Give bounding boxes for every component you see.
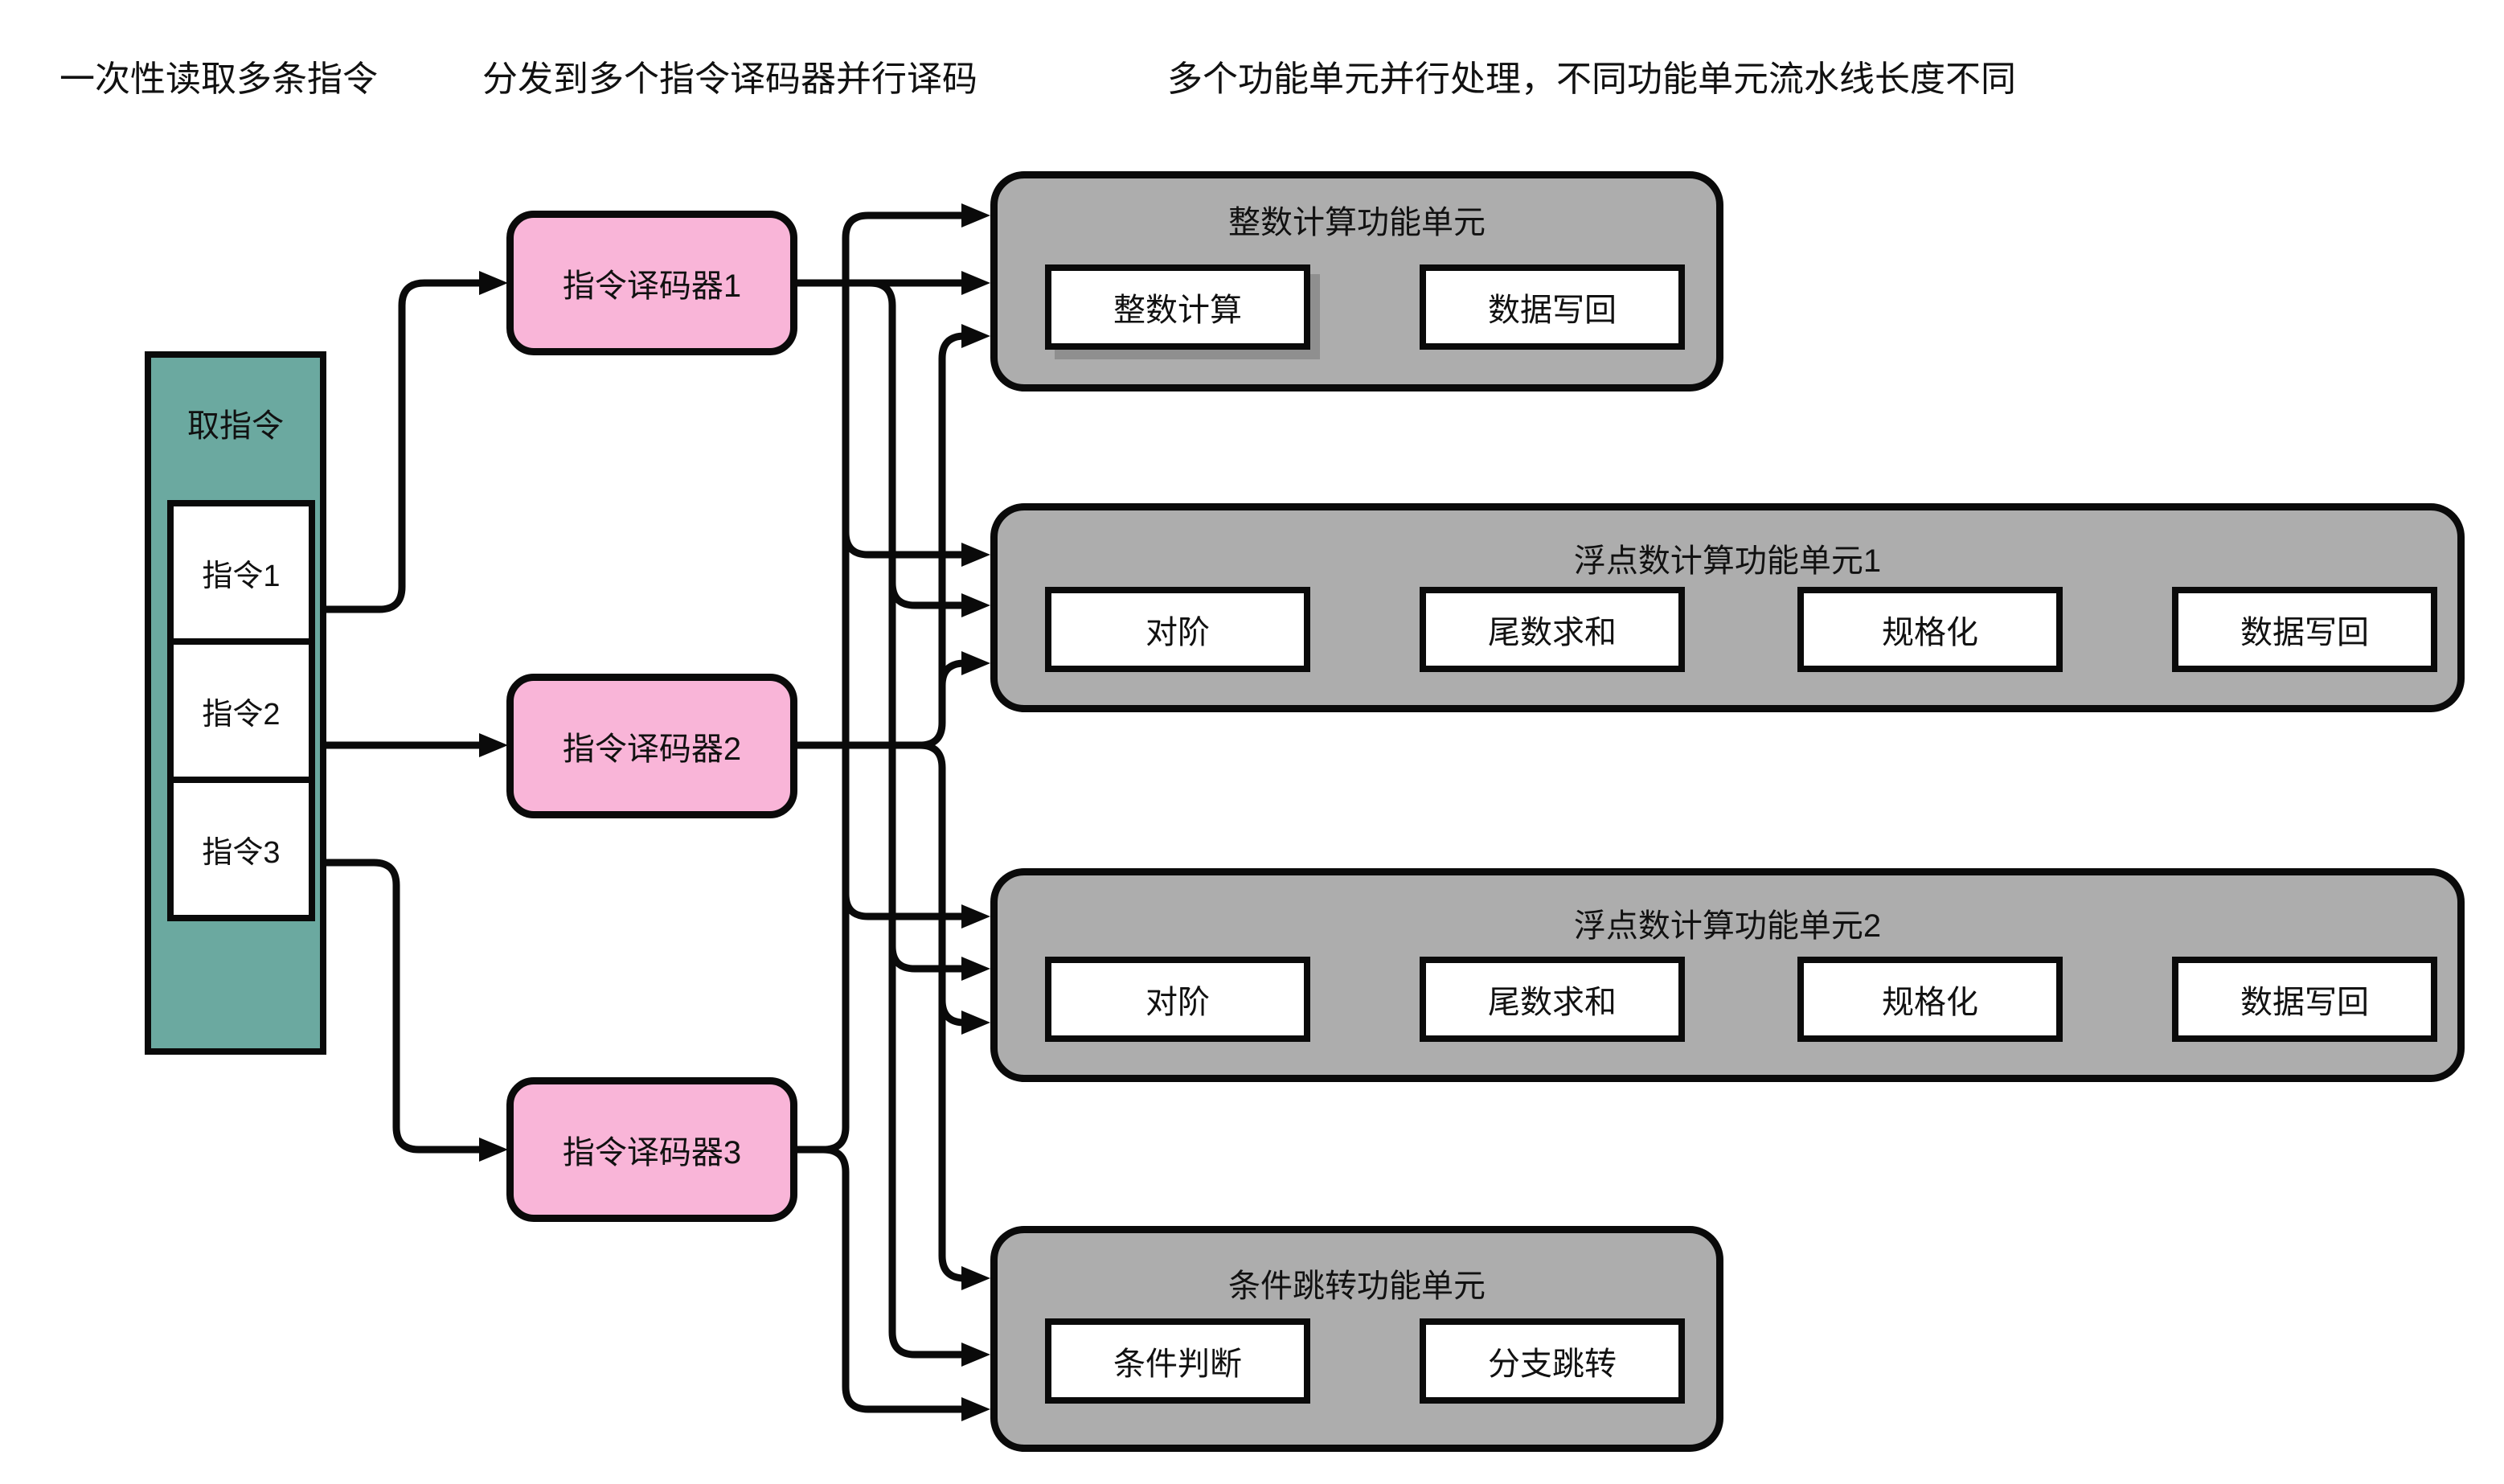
instruction-box-3: 指令3 <box>167 777 315 921</box>
trunk-decoder3-down <box>822 1146 965 1413</box>
stage-integer-writeback: 数据写回 <box>1420 264 1685 350</box>
branch-decoder1-to-fp1 <box>888 582 965 609</box>
stage-fp1-normalize: 规格化 <box>1797 587 2063 672</box>
stage-branch-jump: 分支跳转 <box>1420 1318 1685 1404</box>
stage-fp2-normalize: 规格化 <box>1797 957 2063 1042</box>
instruction-box-1: 指令1 <box>167 500 315 645</box>
decoder-3: 指令译码器3 <box>506 1077 797 1222</box>
edge-instr3-to-decoder3 <box>315 859 482 1154</box>
stage-fp2-align: 对阶 <box>1045 957 1310 1042</box>
unit-branch-title: 条件跳转功能单元 <box>1228 1269 1486 1304</box>
fetch-unit-title: 取指令 <box>187 408 284 444</box>
branch-decoder3-to-fp1 <box>842 531 965 559</box>
branch-decoder1-to-fp2 <box>888 945 965 973</box>
unit-float-1-title: 浮点数计算功能单元1 <box>1573 543 1882 579</box>
unit-float-1: 浮点数计算功能单元1 对阶 尾数求和 规格化 数据写回 <box>990 503 2465 712</box>
trunk-decoder1-down <box>869 279 965 1359</box>
fetch-unit: 取指令 指令1 指令2 指令3 <box>145 351 326 1055</box>
decoder-2: 指令译码器2 <box>506 674 797 818</box>
branch-decoder3-to-fp2 <box>842 893 965 920</box>
annotation-fetch: 一次性读取多条指令 <box>59 59 378 99</box>
trunk-decoder2-up <box>919 332 965 749</box>
unit-float-2: 浮点数计算功能单元2 对阶 尾数求和 规格化 数据写回 <box>990 868 2465 1082</box>
stage-branch-condition: 条件判断 <box>1045 1318 1310 1404</box>
stage-fp2-writeback: 数据写回 <box>2172 957 2437 1042</box>
annotation-dispatch: 分发到多个指令译码器并行译码 <box>482 59 977 99</box>
unit-branch: 条件跳转功能单元 条件判断 分支跳转 <box>990 1226 1723 1452</box>
annotation-execute: 多个功能单元并行处理，不同功能单元流水线长度不同 <box>1167 59 2016 99</box>
stage-fp1-align: 对阶 <box>1045 587 1310 672</box>
trunk-decoder3-up <box>822 211 965 1154</box>
unit-integer-title: 整数计算功能单元 <box>1228 205 1486 240</box>
instruction-stack: 指令1 指令2 指令3 <box>167 500 315 921</box>
decoder-1: 指令译码器1 <box>506 211 797 355</box>
branch-decoder2-to-fp2 <box>938 999 965 1027</box>
instruction-box-2: 指令2 <box>167 638 315 783</box>
stage-fp1-writeback: 数据写回 <box>2172 587 2437 672</box>
stage-fp2-mantissa-sum: 尾数求和 <box>1420 957 1685 1042</box>
edge-instr1-to-decoder1 <box>315 279 482 613</box>
stage-fp1-mantissa-sum: 尾数求和 <box>1420 587 1685 672</box>
stage-integer-calc: 整数计算 <box>1045 264 1310 350</box>
branch-decoder2-to-fp1 <box>938 659 965 687</box>
unit-float-2-title: 浮点数计算功能单元2 <box>1573 908 1882 944</box>
unit-integer: 整数计算功能单元 整数计算 数据写回 <box>990 171 1723 391</box>
